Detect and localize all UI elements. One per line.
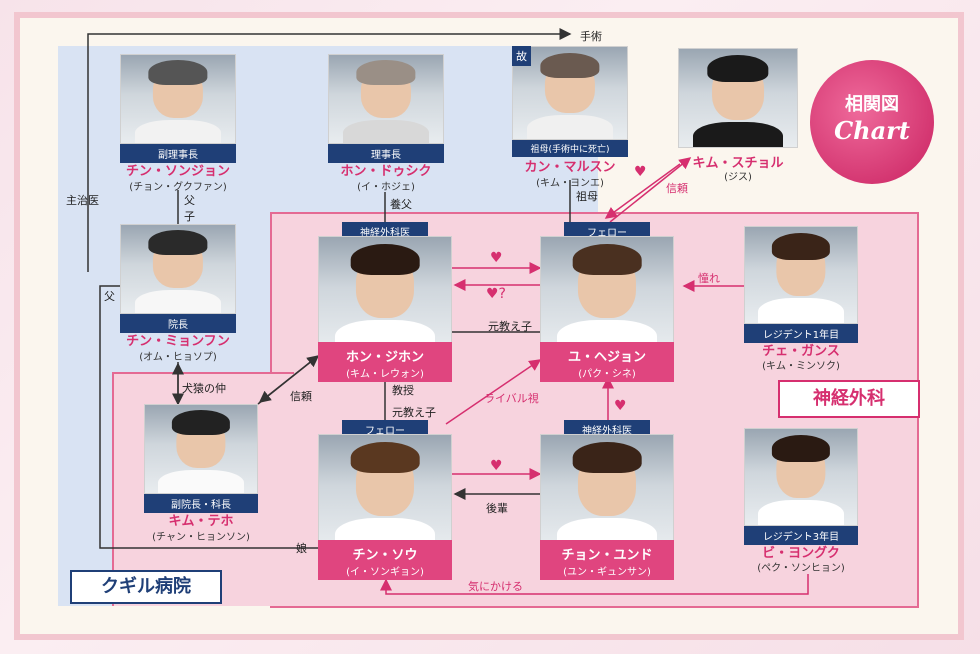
line-surgery bbox=[87, 28, 572, 272]
relation-rival: ライバル視 bbox=[484, 392, 539, 405]
heart-icon: ♥ bbox=[490, 458, 503, 474]
character-name: チェ・ガンス bbox=[762, 344, 840, 359]
role-label: レジデント1年目 bbox=[744, 324, 858, 343]
line-trust-top-2 bbox=[604, 163, 681, 219]
relation-care: 気にかける bbox=[468, 580, 523, 593]
section-label-neuro: 神経外科 bbox=[778, 380, 920, 418]
actor-name: (チャン・ヒョンソン) bbox=[152, 532, 250, 543]
relation-trust: 信頼 bbox=[290, 390, 312, 403]
relation-father-top: 父 bbox=[184, 194, 195, 207]
card-bi-yonguku: レジデント3年目 ビ・ヨングク (ペク・ソンヒョン) bbox=[744, 428, 858, 574]
actor-name: (オム・ヒョソプ) bbox=[139, 352, 217, 363]
line-rival bbox=[445, 359, 542, 425]
heart-icon: ♥ bbox=[634, 164, 647, 180]
name-ribbon: チン・ソウ (イ・ソンギョン) bbox=[318, 540, 452, 580]
role-label: 理事長 bbox=[328, 144, 444, 163]
chart-title-jp: 相関図 bbox=[845, 94, 899, 115]
role-label: 院長 bbox=[120, 314, 236, 333]
heart-question-icon: ♥? bbox=[486, 286, 506, 302]
card-jin-sonjon: 副理事長 チン・ソンジョン (チョン・グクファン) bbox=[120, 54, 236, 194]
character-name: ホン・ドゥシク bbox=[340, 164, 432, 179]
relation-shujii: 主治医 bbox=[66, 194, 99, 207]
role-label: レジデント3年目 bbox=[744, 526, 858, 545]
character-name: チョン・ユンド bbox=[561, 548, 653, 563]
name-ribbon: チョン・ユンド (ユン・ギュンサン) bbox=[540, 540, 674, 580]
relation-ex-teacher: 元教え子 bbox=[488, 320, 532, 333]
relation-trust-top: 信頼 bbox=[666, 182, 688, 195]
relation-son: 子 bbox=[184, 210, 195, 223]
actor-name: (キム・レウォン) bbox=[346, 369, 424, 380]
portrait-photo bbox=[318, 434, 452, 548]
relation-professor: 教授 bbox=[392, 384, 414, 397]
chart-title-en: Chart bbox=[834, 116, 910, 145]
portrait-photo bbox=[678, 48, 798, 148]
card-yu-hejon: フェロー ユ・ヘジョン (パク・シネ) bbox=[540, 222, 674, 382]
actor-name: (キム・ヨンエ) bbox=[536, 178, 604, 189]
relation-grandmother: 祖母 bbox=[576, 190, 598, 203]
line-trust-back bbox=[258, 355, 319, 403]
card-che-gansu: レジデント1年目 チェ・ガンス (キム・ミンソク) bbox=[744, 226, 858, 372]
deceased-badge: 故 bbox=[512, 46, 531, 66]
card-hon-dusik: 理事長 ホン・ドゥシク (イ・ホジェ) bbox=[328, 54, 444, 194]
portrait-photo bbox=[328, 54, 444, 144]
card-jin-myonfun: 院長 チン・ミョンフン (オム・ヒョソプ) bbox=[120, 224, 236, 364]
name-ribbon: ユ・ヘジョン (パク・シネ) bbox=[540, 342, 674, 382]
actor-name: (キム・ミンソク) bbox=[762, 361, 840, 372]
card-chon-yundo: 神経外科医 チョン・ユンド (ユン・ギュンサン) bbox=[540, 420, 674, 580]
role-label: 副院長・科長 bbox=[144, 494, 258, 513]
card-kim-sucheol: キム・スチョル (ジス) bbox=[678, 48, 798, 183]
relation-father-left: 父 bbox=[104, 290, 115, 303]
actor-name: (イ・ホジェ) bbox=[357, 182, 415, 193]
relation-admire: 憧れ bbox=[698, 272, 720, 285]
relation-daughter: 娘 bbox=[296, 542, 307, 555]
portrait-photo bbox=[744, 226, 858, 324]
relation-surgery: 手術 bbox=[580, 30, 602, 43]
chart-title-badge: 相関図 Chart bbox=[810, 60, 934, 184]
card-kim-teho: 副院長・科長 キム・テホ (チャン・ヒョンソン) bbox=[144, 404, 258, 544]
portrait-photo bbox=[120, 224, 236, 314]
character-name: チン・ソンジョン bbox=[125, 164, 230, 179]
portrait-photo bbox=[318, 236, 452, 350]
character-name: ビ・ヨングク bbox=[762, 546, 840, 561]
card-jin-sou: フェロー チン・ソウ (イ・ソンギョン) bbox=[318, 420, 452, 580]
heart-icon: ♥ bbox=[614, 398, 627, 414]
name-ribbon: ホン・ジホン (キム・レウォン) bbox=[318, 342, 452, 382]
character-name: チン・ソウ bbox=[352, 548, 418, 563]
relation-dog-monkey: 犬猿の仲 bbox=[182, 382, 226, 395]
portrait-photo bbox=[540, 434, 674, 548]
portrait-photo bbox=[540, 236, 674, 350]
actor-name: (ジス) bbox=[724, 172, 752, 183]
role-label: 副理事長 bbox=[120, 144, 236, 163]
card-hon-jihon: 神経外科医 ホン・ジホン (キム・レウォン) bbox=[318, 222, 452, 382]
heart-icon: ♥ bbox=[490, 250, 503, 266]
actor-name: (ユン・ギュンサン) bbox=[563, 567, 651, 578]
character-name: ホン・ジホン bbox=[345, 350, 424, 365]
portrait-photo bbox=[120, 54, 236, 144]
character-name: チン・ミョンフン bbox=[126, 334, 230, 349]
actor-name: (チョン・グクファン) bbox=[129, 182, 227, 193]
portrait-photo bbox=[144, 404, 258, 494]
character-name: キム・テホ bbox=[168, 514, 234, 529]
relation-adopted-father: 養父 bbox=[390, 198, 412, 211]
line-care bbox=[380, 574, 809, 595]
actor-name: (パク・シネ) bbox=[578, 369, 636, 380]
card-kan-marusun: 故 祖母(手術中に死亡) カン・マルスン (キム・ヨンエ) bbox=[512, 46, 628, 189]
actor-name: (ペク・ソンヒョン) bbox=[757, 563, 845, 574]
portrait-photo bbox=[512, 46, 628, 140]
line-trust-top-1 bbox=[609, 157, 692, 223]
section-label-hospital: クギル病院 bbox=[70, 570, 222, 604]
character-name: ユ・ヘジョン bbox=[567, 350, 646, 365]
relation-kouhai: 後輩 bbox=[486, 502, 508, 515]
character-name: キム・スチョル bbox=[692, 156, 784, 171]
character-name: カン・マルスン bbox=[524, 160, 616, 175]
relation-ex-student: 元教え子 bbox=[392, 406, 436, 419]
line-father-left bbox=[99, 285, 320, 549]
actor-name: (イ・ソンギョン) bbox=[346, 567, 424, 578]
role-label: 祖母(手術中に死亡) bbox=[512, 140, 628, 157]
portrait-photo bbox=[744, 428, 858, 526]
